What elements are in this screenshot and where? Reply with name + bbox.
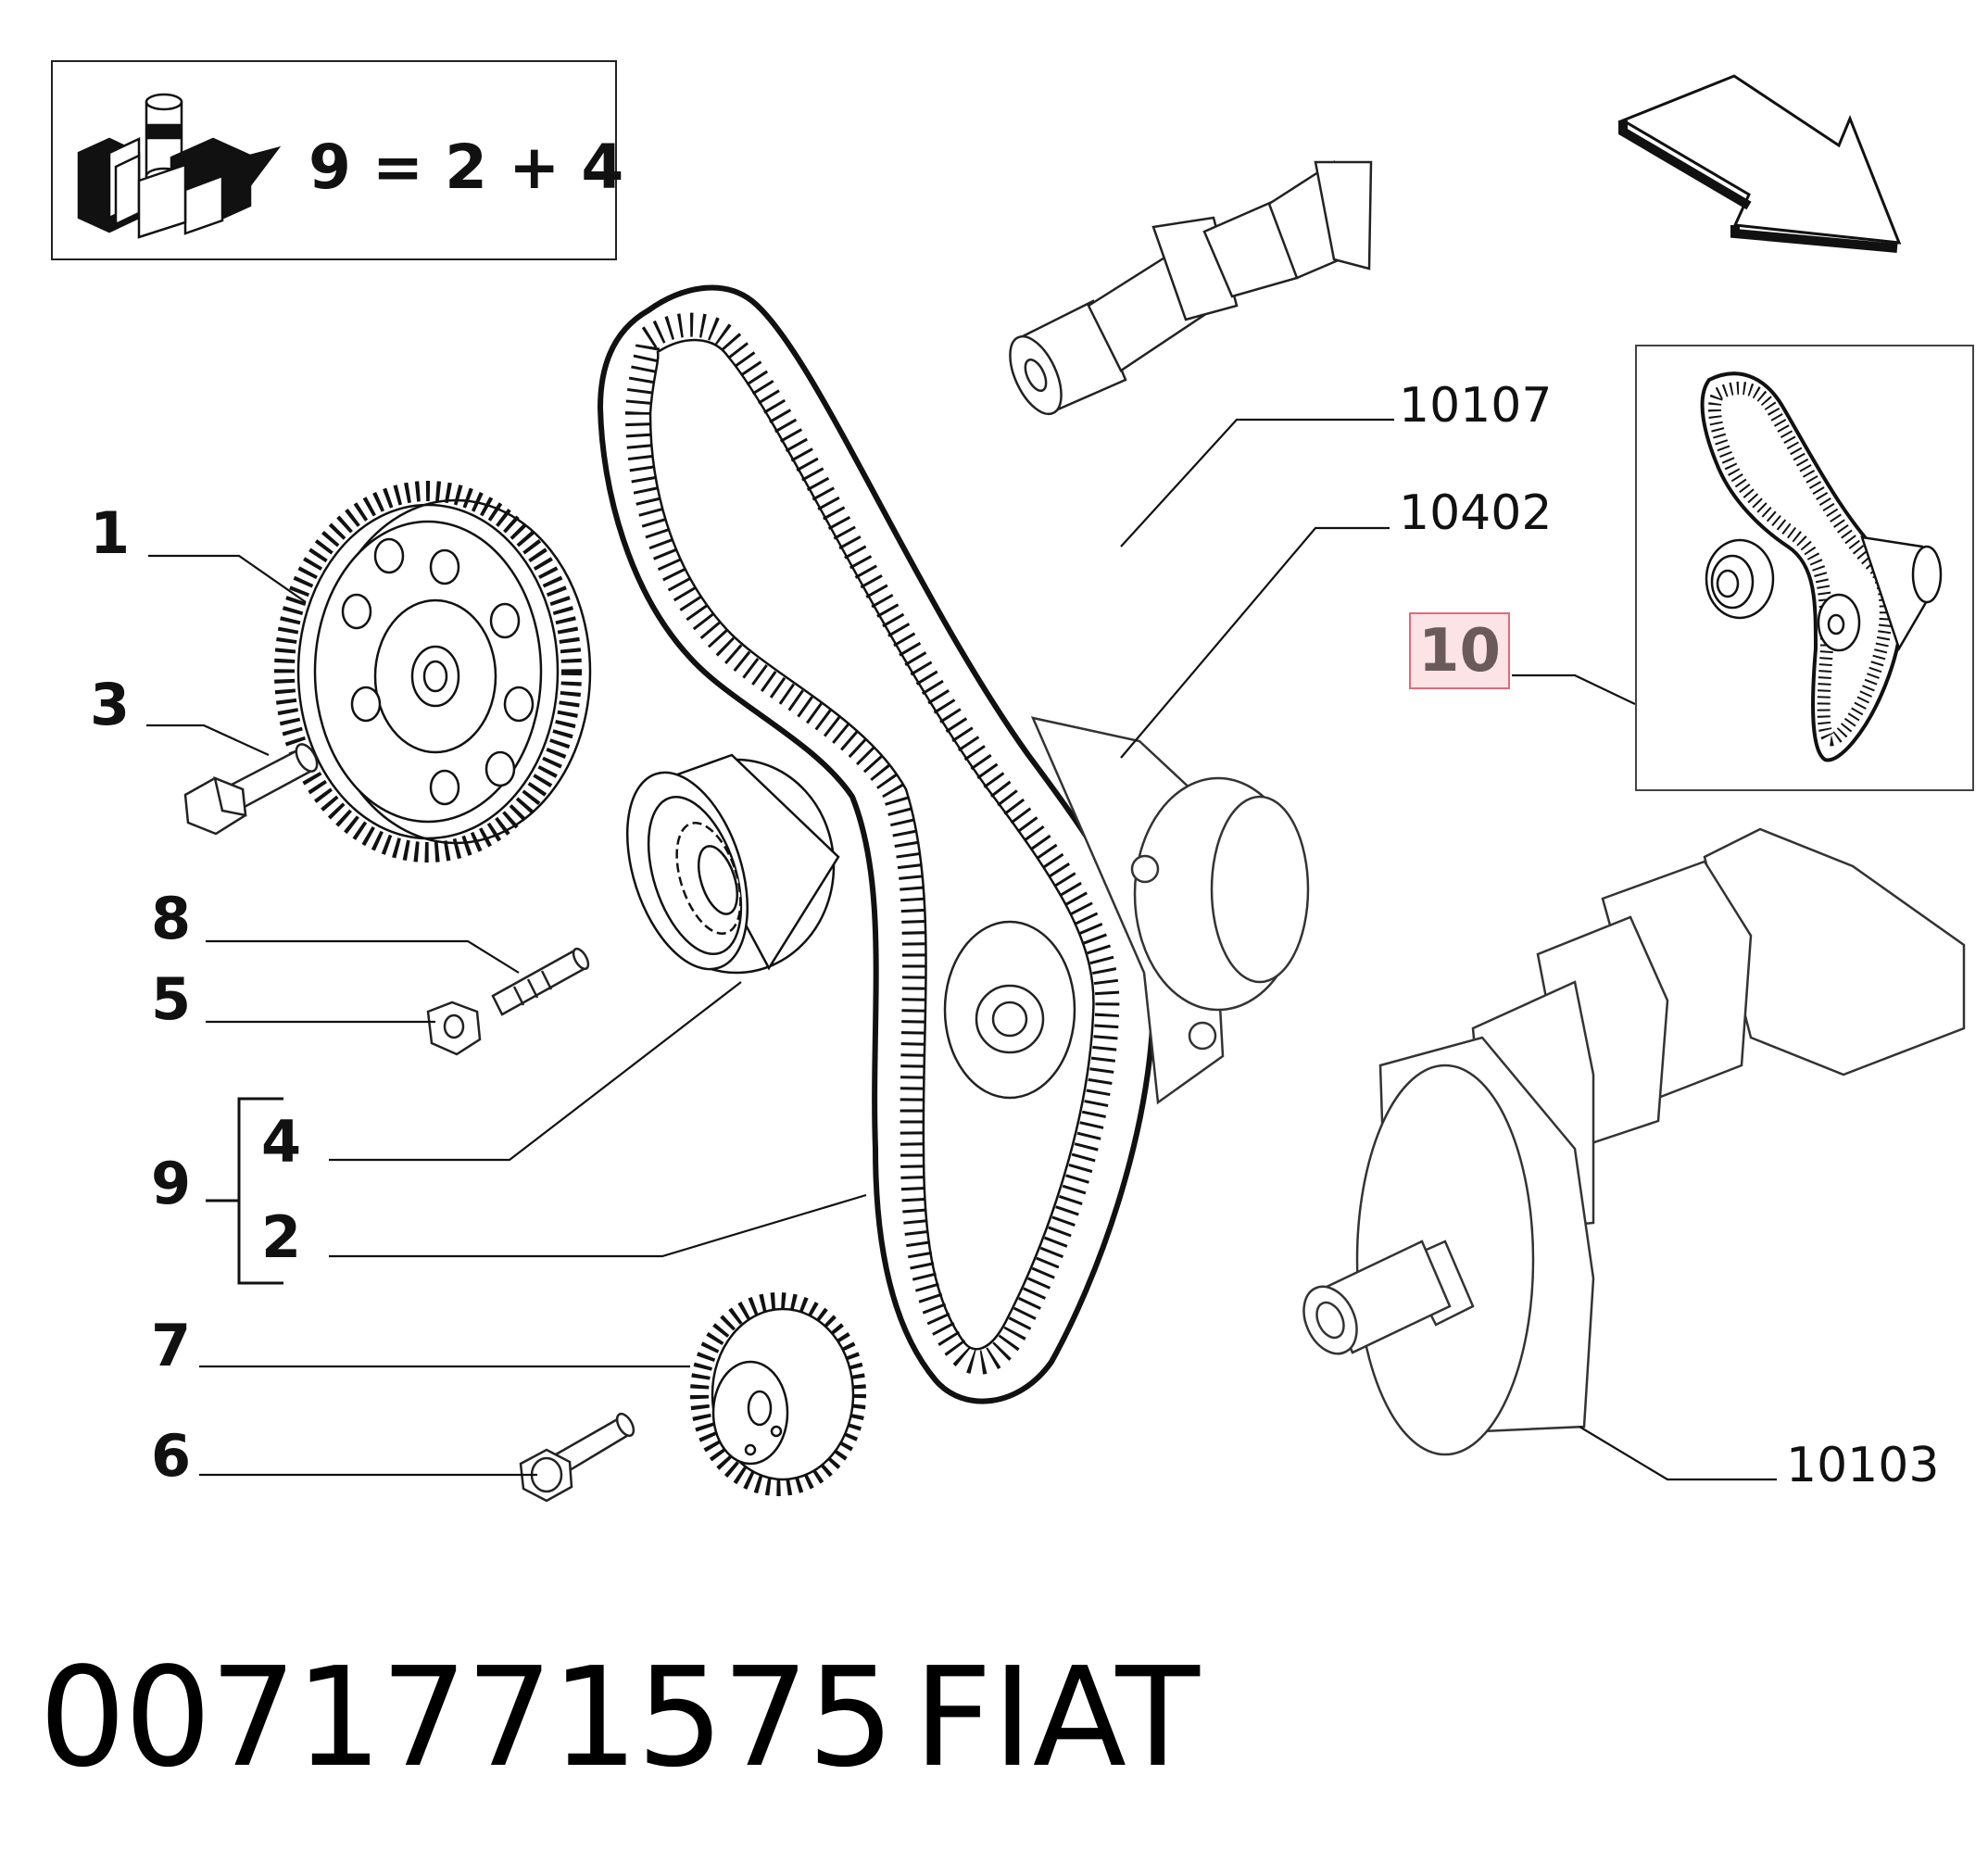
bolt-3 [183,743,319,836]
belt-pulley-hub [943,920,1076,1100]
callout-6[interactable]: 6 [151,1422,192,1490]
callout-1[interactable]: 1 [90,499,131,567]
brand-name: FIAT [913,1638,1200,1797]
callout-8[interactable]: 8 [151,885,192,952]
callout-5[interactable]: 5 [151,965,192,1033]
part-number: 0071771575 [39,1638,895,1797]
stud-8 [491,947,590,1016]
callout-3[interactable]: 3 [90,671,131,738]
ref-10103[interactable]: 10103 [1786,1438,1940,1493]
callout-9[interactable]: 9 [151,1150,192,1217]
group-bracket-9 [206,1097,283,1285]
callout-2[interactable]: 2 [261,1203,302,1271]
crankshaft [1302,827,1966,1456]
timing-belt [597,284,1157,1404]
kit-formula: 9 = 2 + 4 [308,132,624,203]
tensioner-pulley [625,753,840,975]
leader-lines [146,418,1777,1481]
callout-7[interactable]: 7 [151,1312,192,1379]
ref-10107[interactable]: 10107 [1399,378,1553,434]
bolt-6 [519,1412,635,1503]
camshaft [1009,160,1373,416]
kit-legend-box [51,60,617,260]
ref-10402[interactable]: 10402 [1399,485,1553,541]
callout-4[interactable]: 4 [261,1108,302,1176]
nut-5 [426,1001,482,1056]
inset-kit-illustration [1700,371,1943,762]
direction-arrow-icon [1618,74,1902,253]
crankshaft-sprocket [690,1292,866,1496]
inset-frame [1635,345,1974,791]
callout-10-highlighted[interactable]: 10 [1409,612,1510,689]
engine-block [1030,716,1310,1105]
camshaft-sprocket [274,481,592,862]
kit-boxes-icon [77,93,282,239]
